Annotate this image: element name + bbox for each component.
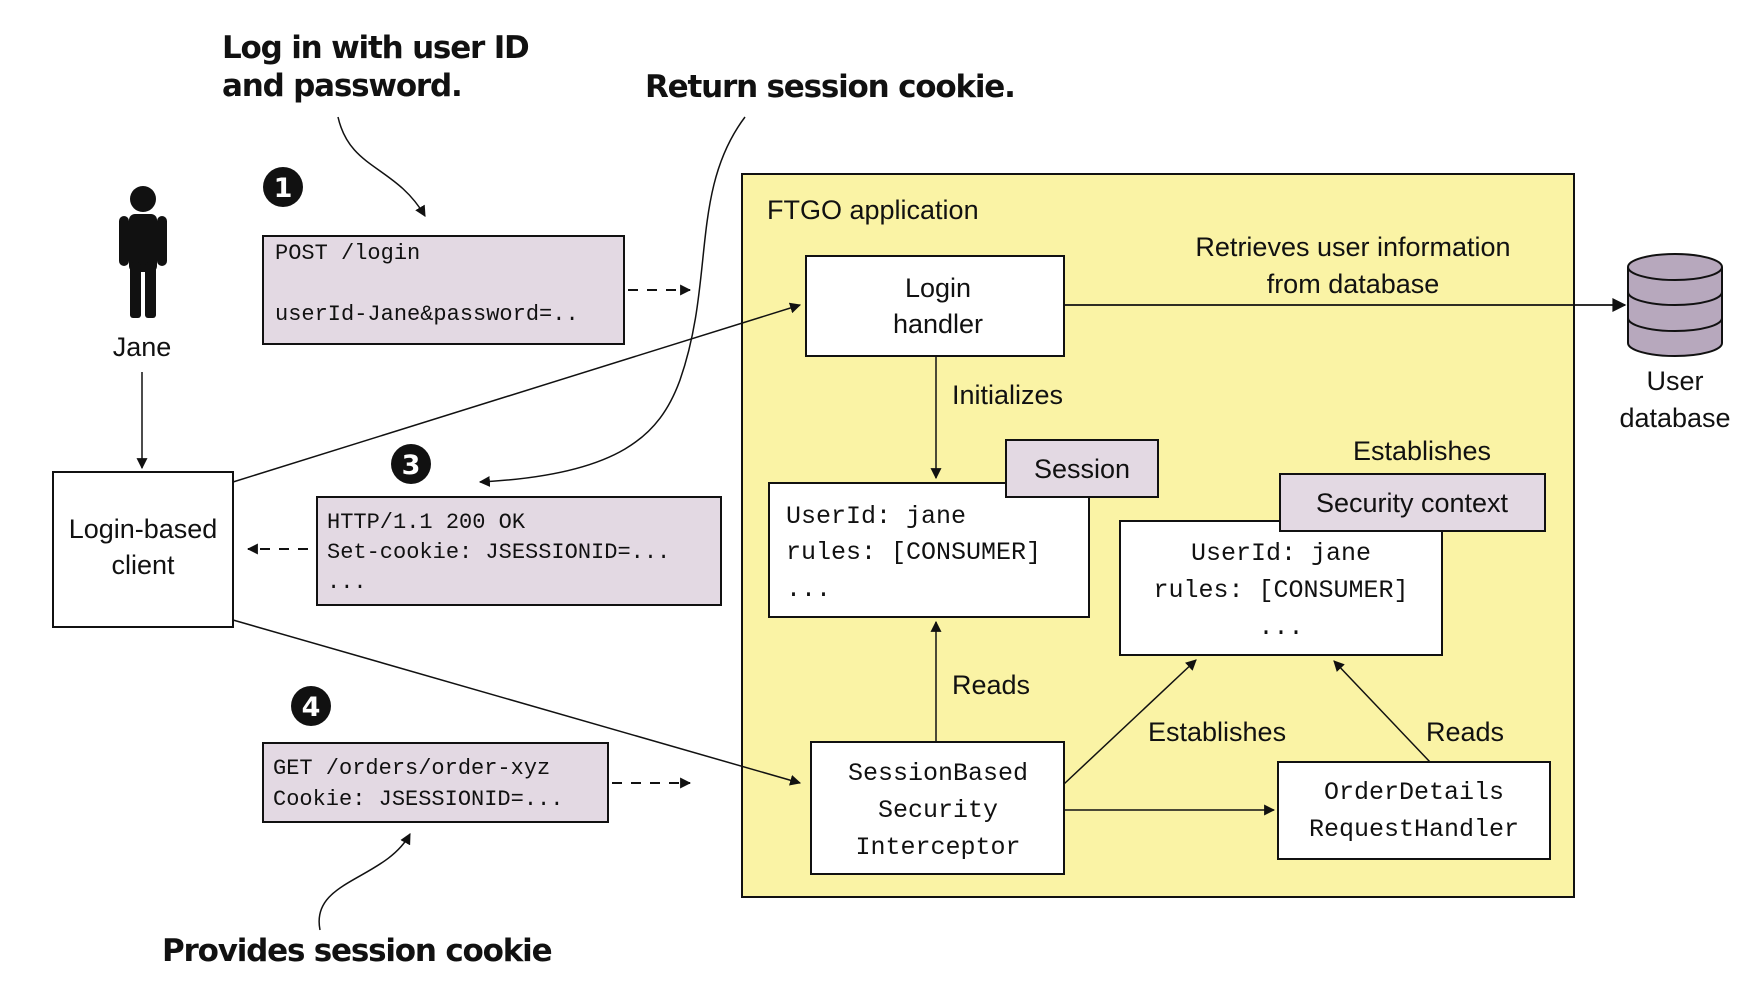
initializes-label: Initializes xyxy=(952,380,1063,410)
orders-request-box xyxy=(262,742,609,823)
callout-login-line2: and password. xyxy=(222,68,462,104)
session-label: Session xyxy=(1034,454,1130,484)
session-line2: rules: [CONSUMER] xyxy=(786,538,1041,567)
step-3-badge: 3 xyxy=(391,444,431,484)
reads-session-label: Reads xyxy=(952,670,1030,700)
security-context-line1: UserId: jane xyxy=(1191,539,1371,568)
order-handler-line2: RequestHandler xyxy=(1309,815,1519,844)
interceptor-to-security-context-arrow xyxy=(1063,659,1197,785)
retrieves-label-line2: from database xyxy=(1267,269,1440,299)
callout-provides-curve xyxy=(318,833,411,931)
interceptor-line2: Security xyxy=(878,796,998,825)
client-to-interceptor-arrow xyxy=(232,619,802,786)
session-based-security-interceptor-box xyxy=(810,741,1065,875)
orders-request-line1: GET /orders/order-xyz xyxy=(273,756,550,781)
actor-name: Jane xyxy=(113,332,172,362)
session-line3: ... xyxy=(786,575,831,604)
callout-login-curve xyxy=(337,116,426,217)
client-label-line1: Login-based xyxy=(69,514,218,544)
step-1-badge: 1 xyxy=(263,167,303,207)
session-line1: UserId: jane xyxy=(786,502,966,531)
order-handler-line1: OrderDetails xyxy=(1324,778,1504,807)
login-handler-box xyxy=(805,255,1065,357)
database-icon xyxy=(1627,253,1723,357)
establishes-top-label: Establishes xyxy=(1353,436,1491,466)
orders-request-line2: Cookie: JSESSIONID=... xyxy=(273,787,563,812)
database-label-line2: database xyxy=(1619,403,1730,433)
login-response-line2: Set-cookie: JSESSIONID=... xyxy=(327,540,670,565)
callout-return-cookie: Return session cookie. xyxy=(645,69,1015,105)
svg-text:4: 4 xyxy=(302,692,321,723)
security-context-label: Security context xyxy=(1316,488,1509,518)
person-icon xyxy=(119,186,167,318)
interceptor-line1: SessionBased xyxy=(848,759,1028,788)
callout-login-line1: Log in with user ID xyxy=(222,30,529,66)
callout-provides-cookie: Provides session cookie xyxy=(162,933,552,969)
client-label-line2: client xyxy=(111,550,175,580)
session-label-box xyxy=(1005,439,1159,498)
login-response-line3: ... xyxy=(327,570,367,595)
login-response-box xyxy=(316,496,722,606)
security-context-line2: rules: [CONSUMER] xyxy=(1153,576,1408,605)
security-context-label-box xyxy=(1279,473,1546,532)
establishes-label: Establishes xyxy=(1148,717,1286,747)
reads-context-label: Reads xyxy=(1426,717,1504,747)
order-handler-to-security-context-arrow xyxy=(1333,660,1431,763)
svg-text:3: 3 xyxy=(402,450,421,481)
security-context-line3: ... xyxy=(1258,613,1303,642)
session-data-box xyxy=(768,482,1090,618)
client-to-login-handler-arrow xyxy=(232,302,802,483)
login-request-box xyxy=(262,235,625,345)
interceptor-line3: Interceptor xyxy=(855,833,1020,862)
svg-text:1: 1 xyxy=(274,173,293,204)
order-details-request-handler-box xyxy=(1277,761,1551,860)
callout-return-curve xyxy=(478,116,746,487)
login-request-line2: userId-Jane&password=.. xyxy=(275,302,579,327)
login-handler-line2: handler xyxy=(893,309,983,339)
login-based-client-box xyxy=(52,471,234,628)
retrieves-label-line1: Retrieves user information xyxy=(1195,232,1510,262)
login-handler-line1: Login xyxy=(905,273,971,303)
login-request-line1: POST /login xyxy=(275,241,420,266)
step-4-badge: 4 xyxy=(291,686,331,726)
security-context-data-box xyxy=(1119,520,1443,656)
ftgo-application-title: FTGO application xyxy=(767,195,979,225)
login-response-line1: HTTP/1.1 200 OK xyxy=(327,510,526,535)
database-label-line1: User xyxy=(1646,366,1703,396)
